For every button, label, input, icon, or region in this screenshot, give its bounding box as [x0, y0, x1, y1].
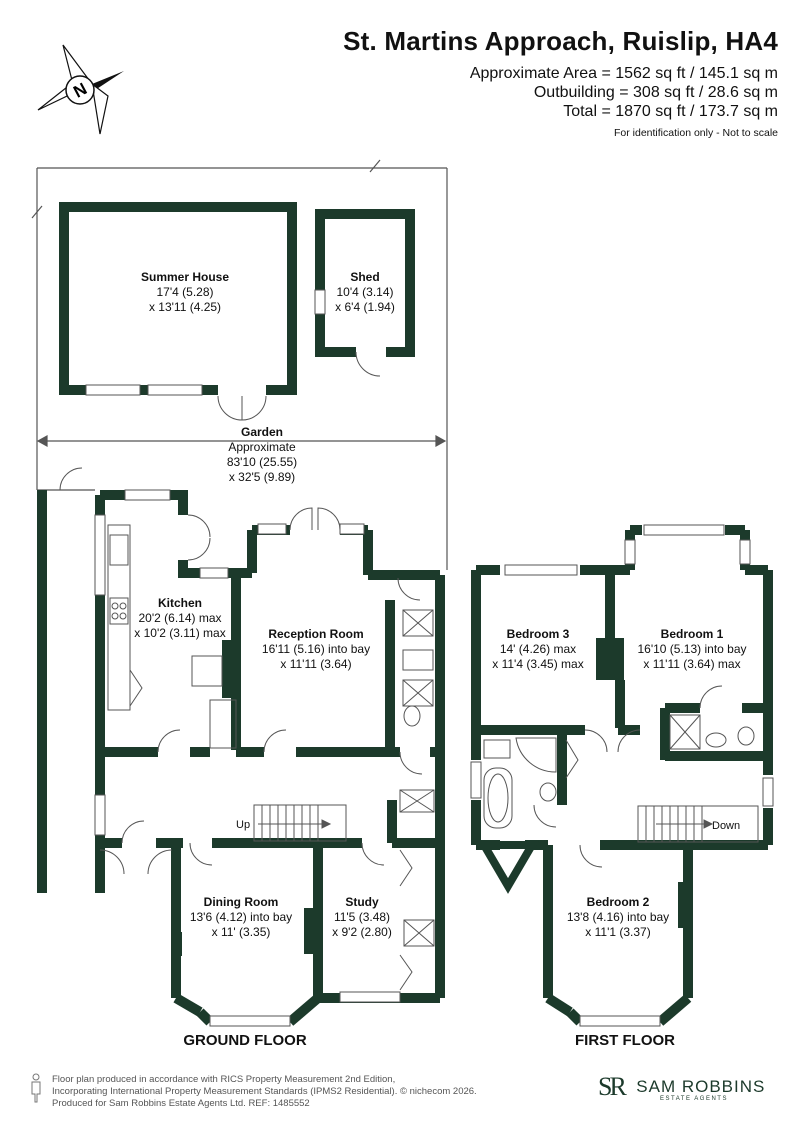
room-dim: 13'6 (4.12) into bay: [190, 910, 292, 924]
first-floor-walls: [471, 525, 773, 1026]
north-arrow-icon: N: [37, 44, 124, 135]
room-dim: x 6'4 (1.94): [335, 300, 395, 314]
brand-logo: SR SAM ROBBINS ESTATE AGENTS: [598, 1072, 765, 1102]
room-name: Bedroom 1: [661, 627, 724, 641]
room-name: Bedroom 2: [587, 895, 650, 909]
outbuilding-area: Outbuilding = 308 sq ft / 28.6 sq m: [533, 84, 778, 101]
room-dim: x 32'5 (9.89): [229, 470, 295, 484]
room-dim: 16'10 (5.13) into bay: [637, 642, 746, 656]
room-reception: Reception Room 16'11 (5.16) into bay x 1…: [262, 627, 370, 671]
kitchen-fittings: [107, 524, 237, 749]
footer-line: Incorporating International Property Mea…: [52, 1086, 477, 1097]
room-dim: 16'11 (5.16) into bay: [262, 642, 370, 656]
room-dim: 10'4 (3.14): [337, 285, 394, 299]
room-dim: x 11'11 (3.64): [280, 657, 351, 671]
brand-name: SAM ROBBINS: [636, 1077, 766, 1096]
room-bedroom-1: Bedroom 1 16'10 (5.13) into bay x 11'11 …: [637, 627, 746, 671]
garden-boundary: [31, 159, 448, 570]
room-name: Dining Room: [204, 895, 279, 909]
room-name: Garden: [241, 425, 283, 439]
ground-floor-windows: [94, 489, 401, 1027]
room-dim: 14' (4.26) max: [500, 642, 576, 656]
room-bedroom-2: Bedroom 2 13'8 (4.16) into bay x 11'1 (3…: [567, 895, 669, 939]
room-name: Kitchen: [158, 596, 202, 610]
room-dim: x 9'2 (2.80): [332, 925, 392, 939]
room-name: Study: [345, 895, 379, 909]
room-dining: Dining Room 13'6 (4.12) into bay x 11' (…: [190, 895, 292, 939]
ground-floor-doors: [59, 467, 423, 875]
first-floor-label: FIRST FLOOR: [575, 1032, 675, 1049]
room-name: Shed: [350, 270, 379, 284]
room-name: Bedroom 3: [507, 627, 570, 641]
room-garden: Garden Approximate 83'10 (25.55) x 32'5 …: [227, 425, 297, 484]
room-dim: Approximate: [228, 440, 296, 454]
footer-credits: Floor plan produced in accordance with R…: [52, 1074, 477, 1110]
room-dim: 83'10 (25.55): [227, 455, 297, 469]
room-dim: x 11' (3.35): [212, 925, 271, 939]
wc-fittings: [399, 609, 435, 991]
brand-monogram: SR: [598, 1072, 627, 1101]
person-icon: [31, 1073, 41, 1103]
room-summer-house: Summer House 17'4 (5.28) x 13'11 (4.25): [141, 270, 229, 314]
first-floor-fittings: [483, 685, 755, 868]
footer-line: Produced for Sam Robbins Estate Agents L…: [52, 1098, 310, 1109]
ground-floor-label: GROUND FLOOR: [183, 1032, 306, 1049]
room-dim: 20'2 (6.14) max: [139, 611, 222, 625]
first-floor-windows: [470, 524, 774, 1027]
disclaimer: For identification only - Not to scale: [614, 127, 778, 139]
approximate-area: Approximate Area = 1562 sq ft / 145.1 sq…: [469, 65, 778, 82]
room-bedroom-3: Bedroom 3 14' (4.26) max x 11'4 (3.45) m…: [492, 627, 583, 671]
room-dim: 13'8 (4.16) into bay: [567, 910, 669, 924]
stairs-down: [637, 805, 759, 843]
footer-line: Floor plan produced in accordance with R…: [52, 1074, 396, 1085]
brand-subtitle: ESTATE AGENTS: [660, 1096, 728, 1102]
room-dim: 11'5 (3.48): [334, 910, 390, 924]
room-shed: Shed 10'4 (3.14) x 6'4 (1.94): [335, 270, 395, 314]
summer-house-openings: [85, 384, 267, 421]
room-dim: x 11'4 (3.45) max: [492, 657, 583, 671]
property-title: St. Martins Approach, Ruislip, HA4: [343, 26, 778, 56]
room-dim: x 10'2 (3.11) max: [134, 626, 225, 640]
room-dim: x 11'11 (3.64) max: [643, 657, 740, 671]
room-study: Study 11'5 (3.48) x 9'2 (2.80): [332, 895, 392, 939]
room-dim: x 13'11 (4.25): [149, 300, 221, 314]
room-kitchen: Kitchen 20'2 (6.14) max x 10'2 (3.11) ma…: [134, 596, 225, 640]
room-name: Reception Room: [268, 627, 363, 641]
stairs-up: [253, 804, 347, 842]
room-name: Summer House: [141, 270, 229, 284]
stairs-up-label: Up: [236, 819, 250, 831]
stairs-down-label: Down: [712, 820, 740, 832]
room-dim: x 11'1 (3.37): [585, 925, 650, 939]
total-area: Total = 1870 sq ft / 173.7 sq m: [563, 103, 778, 120]
room-dim: 17'4 (5.28): [157, 285, 214, 299]
